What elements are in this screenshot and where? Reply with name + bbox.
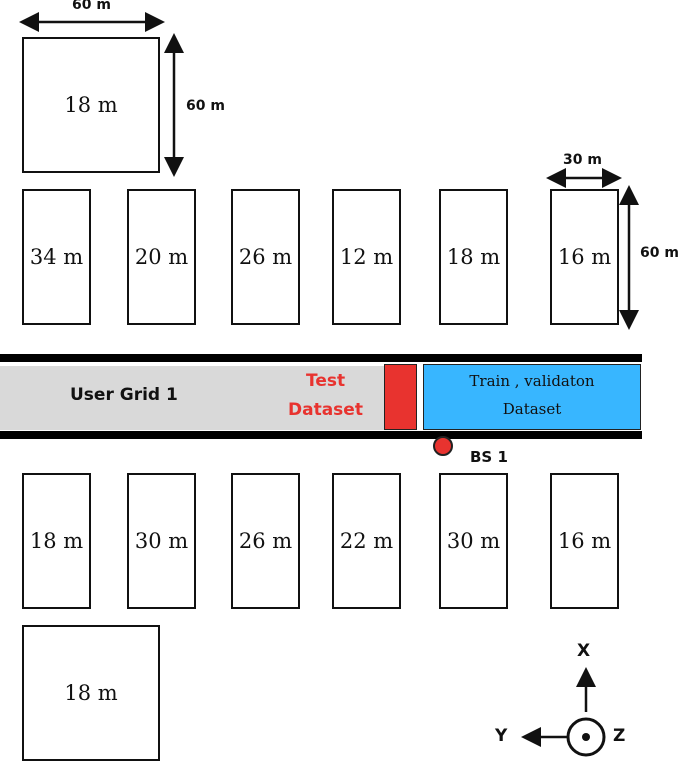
building-bottom-1: 18 m — [22, 473, 91, 609]
train-dataset-label-line1: Train , validaton — [469, 372, 595, 390]
test-dataset-label-line1: Test — [306, 371, 346, 391]
test-dataset-box — [384, 364, 417, 430]
road-edge-top — [0, 354, 642, 362]
building-bottom-6: 16 m — [550, 473, 619, 609]
building-top-5: 18 m — [439, 189, 508, 325]
building-bottom-2: 30 m — [127, 473, 196, 609]
building-top-4: 12 m — [332, 189, 401, 325]
base-station-label: BS 1 — [470, 448, 508, 466]
building-bottom-large: 18 m — [22, 625, 160, 761]
building-bottom-4: 22 m — [332, 473, 401, 609]
x-axis-label: X — [577, 641, 591, 661]
y-axis-label: Y — [495, 726, 508, 746]
train-dataset-label-line2: Dataset — [502, 400, 562, 418]
building-top-6: 16 m — [550, 189, 619, 325]
big-width-label: 60 m — [72, 0, 111, 13]
user-grid-label: User Grid 1 — [70, 385, 178, 405]
z-axis-dot — [582, 733, 590, 741]
building-bottom-5: 30 m — [439, 473, 508, 609]
small-width-label: 30 m — [563, 152, 602, 168]
base-station-marker — [433, 436, 453, 456]
small-height-label: 60 m — [640, 245, 679, 261]
train-dataset-box — [423, 364, 641, 430]
building-top-1: 34 m — [22, 189, 91, 325]
building-top-large: 18 m — [22, 37, 160, 173]
building-top-3: 26 m — [231, 189, 300, 325]
z-axis-label: Z — [613, 726, 626, 746]
building-bottom-3: 26 m — [231, 473, 300, 609]
user-grid-area — [0, 364, 388, 430]
test-dataset-label-line2: Dataset — [288, 400, 363, 420]
big-height-label: 60 m — [186, 98, 225, 114]
road-edge-bottom — [0, 431, 642, 439]
building-top-2: 20 m — [127, 189, 196, 325]
